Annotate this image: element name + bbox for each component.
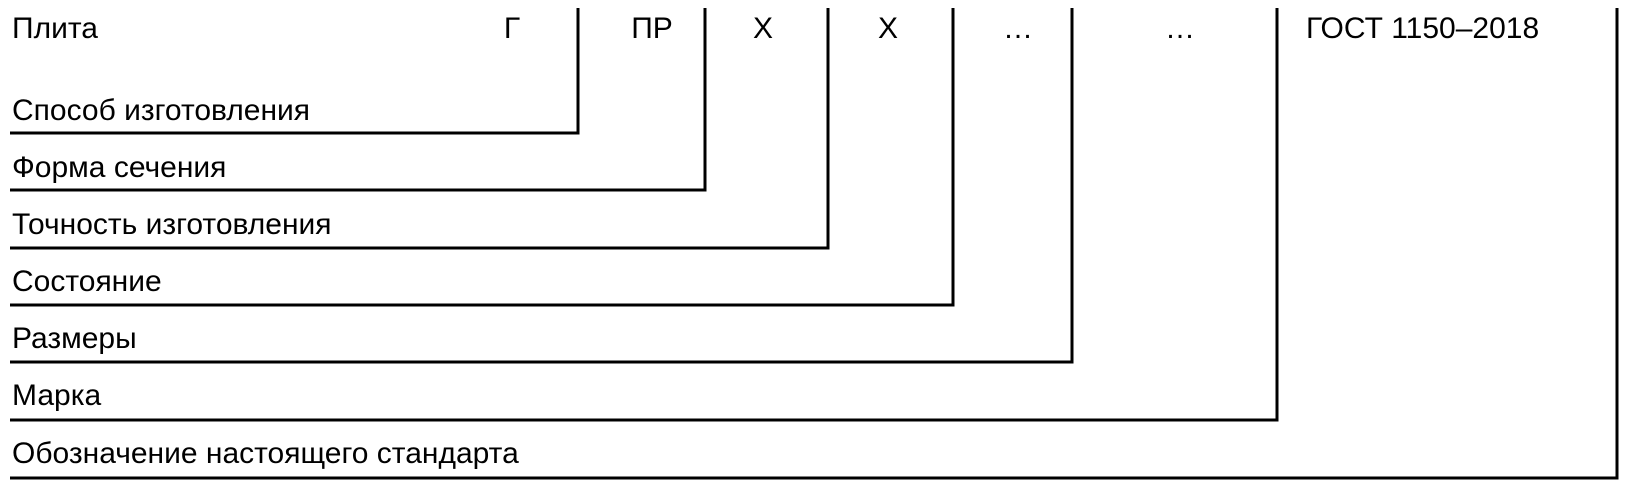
code-grade: … — [1165, 12, 1195, 45]
row-label-section-shape: Форма сечения — [12, 151, 226, 184]
code-section-shape: ПР — [631, 12, 673, 45]
leader-line-standard — [10, 8, 1619, 480]
product-name: Плита — [12, 12, 98, 45]
code-condition: Х — [878, 12, 898, 45]
leader-line-dimensions — [10, 8, 1074, 364]
code-accuracy: Х — [753, 12, 773, 45]
row-label-grade: Марка — [12, 379, 101, 412]
leader-line-condition — [10, 8, 955, 307]
row-label-accuracy: Точность изготовления — [12, 208, 332, 241]
row-label-manufacturing-method: Способ изготовления — [12, 94, 310, 127]
leader-line-manufacturing-method — [10, 8, 580, 135]
leader-line-section-shape — [10, 8, 707, 192]
row-label-dimensions: Размеры — [12, 322, 137, 355]
row-label-condition: Состояние — [12, 265, 162, 298]
leader-line-grade — [10, 8, 1279, 422]
code-dimensions: … — [1003, 12, 1033, 45]
row-label-standard: Обозначение настоящего стандарта — [12, 437, 519, 470]
code-manufacturing-method: Г — [504, 12, 520, 45]
leader-line-accuracy — [10, 8, 830, 250]
standard-designation: ГОСТ 1150–2018 — [1306, 12, 1539, 45]
